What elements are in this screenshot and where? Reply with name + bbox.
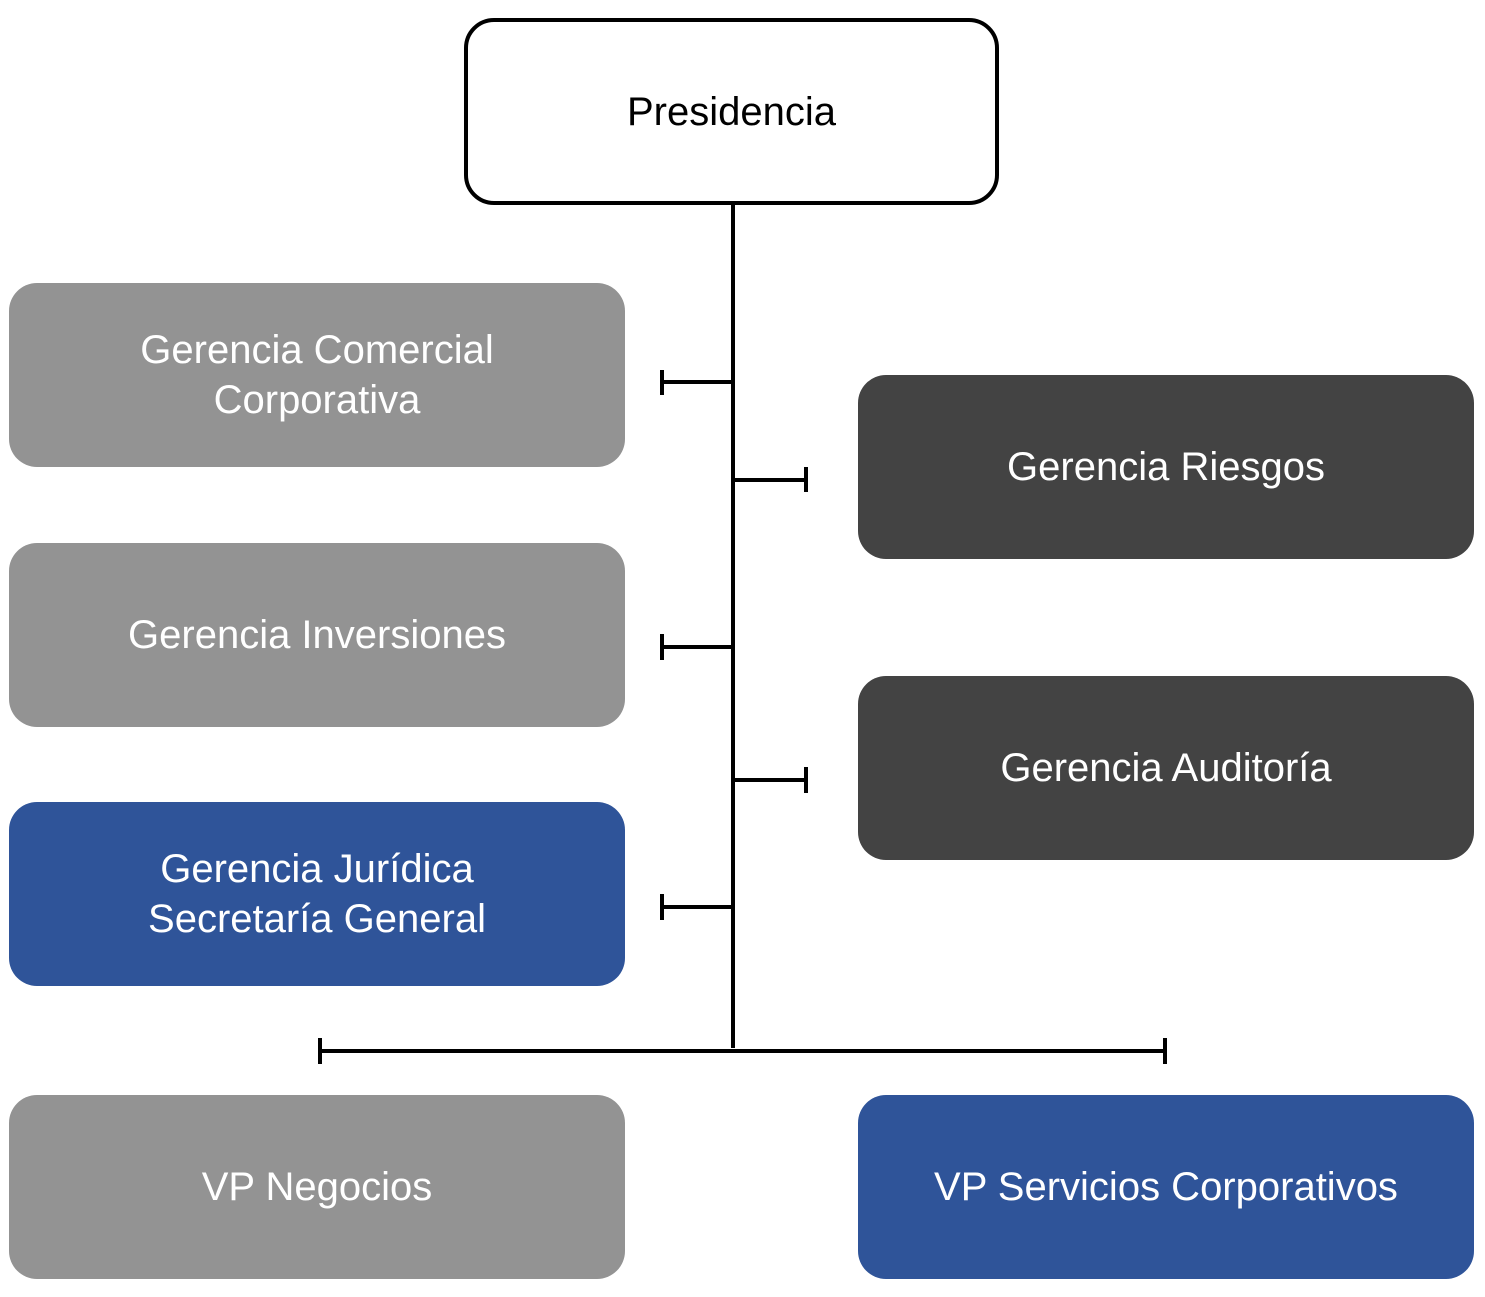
node-gerencia-comercial-corporativa: Gerencia Comercial Corporativa (9, 283, 625, 467)
node-gerencia-auditoria: Gerencia Auditoría (858, 676, 1474, 860)
node-gerencia-inversiones: Gerencia Inversiones (9, 543, 625, 727)
node-vp-negocios: VP Negocios (9, 1095, 625, 1279)
node-label: Gerencia Inversiones (128, 613, 506, 657)
node-label-line-2: Corporativa (213, 378, 421, 422)
node-presidencia: Presidencia (464, 18, 999, 205)
node-label-line-2: Secretaría General (148, 897, 486, 941)
node-label: VP Negocios (201, 1165, 433, 1209)
node-label-line-1: Gerencia Comercial (140, 328, 494, 372)
node-label: Presidencia (626, 89, 836, 134)
node-gerencia-juridica: Gerencia Jurídica Secretaría General (9, 802, 625, 986)
node-label: Gerencia Riesgos (1007, 445, 1325, 489)
node-vp-servicios-corporativos: VP Servicios Corporativos (858, 1095, 1474, 1279)
node-label: Gerencia Auditoría (1000, 746, 1332, 790)
node-label-line-1: Gerencia Jurídica (160, 847, 474, 891)
node-label: VP Servicios Corporativos (934, 1165, 1398, 1209)
node-gerencia-riesgos: Gerencia Riesgos (858, 375, 1474, 559)
